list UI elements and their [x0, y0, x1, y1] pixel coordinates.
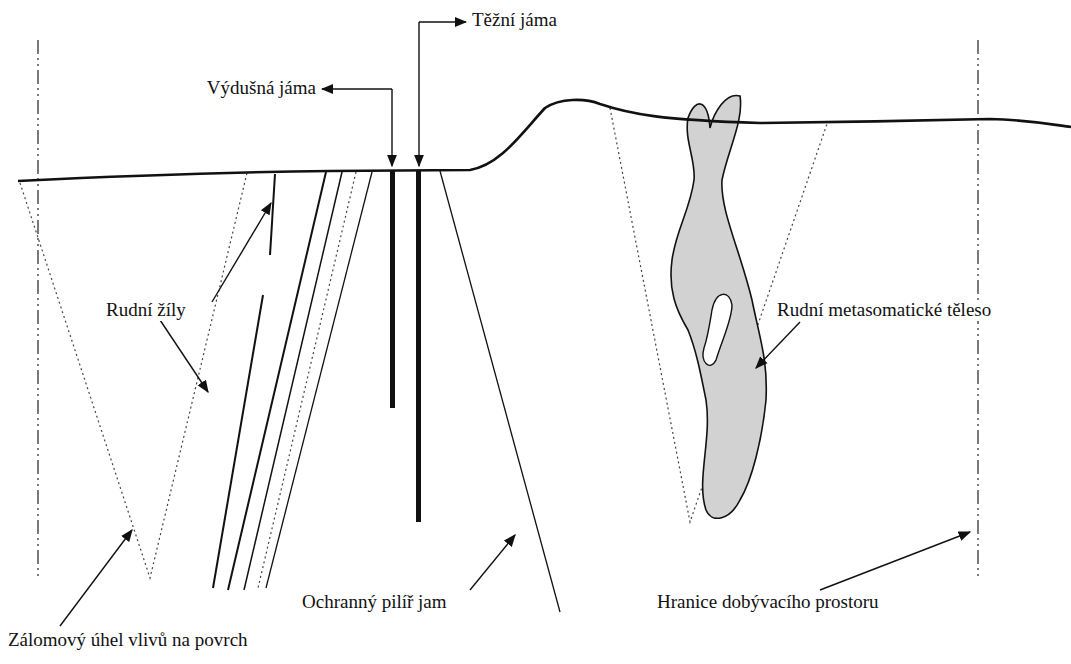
leader-line — [418, 22, 419, 166]
pillar-boundary — [440, 171, 560, 612]
ore-vein — [270, 174, 275, 255]
pillar-label: Ochranný pilíř jam — [300, 592, 449, 613]
hoisting-shaft — [416, 170, 421, 522]
shaft-label: Těžní jáma — [470, 10, 559, 31]
ore-vein — [228, 172, 326, 590]
ore-vein — [258, 172, 356, 588]
ore-vein — [244, 172, 342, 590]
leader-line — [820, 532, 970, 590]
boundary-label: Hranice dobývacího prostoru — [655, 592, 881, 613]
ore-body-label: Rudní metasomatické těleso — [775, 300, 993, 321]
leader-line — [212, 203, 271, 302]
leader-line — [391, 89, 392, 166]
leader-line — [160, 320, 208, 392]
break-angle-line — [20, 173, 247, 578]
ore-body-hole — [703, 294, 732, 365]
ore-body — [671, 95, 766, 518]
leader-line — [419, 21, 466, 22]
shaft-label: Výdušná jáma — [205, 78, 318, 99]
terrain-surface — [18, 100, 1071, 181]
leader-line — [756, 322, 800, 368]
pillar-boundary — [266, 172, 372, 588]
vein-label: Rudní žíly — [104, 300, 188, 321]
leader-line — [470, 535, 515, 590]
boundary-line — [37, 40, 38, 580]
ventilation-shaft — [390, 170, 395, 408]
leader-line — [322, 88, 392, 89]
break-angle-label: Zálomový úhel vlivů na povrch — [6, 630, 250, 651]
leader-line — [60, 530, 132, 626]
